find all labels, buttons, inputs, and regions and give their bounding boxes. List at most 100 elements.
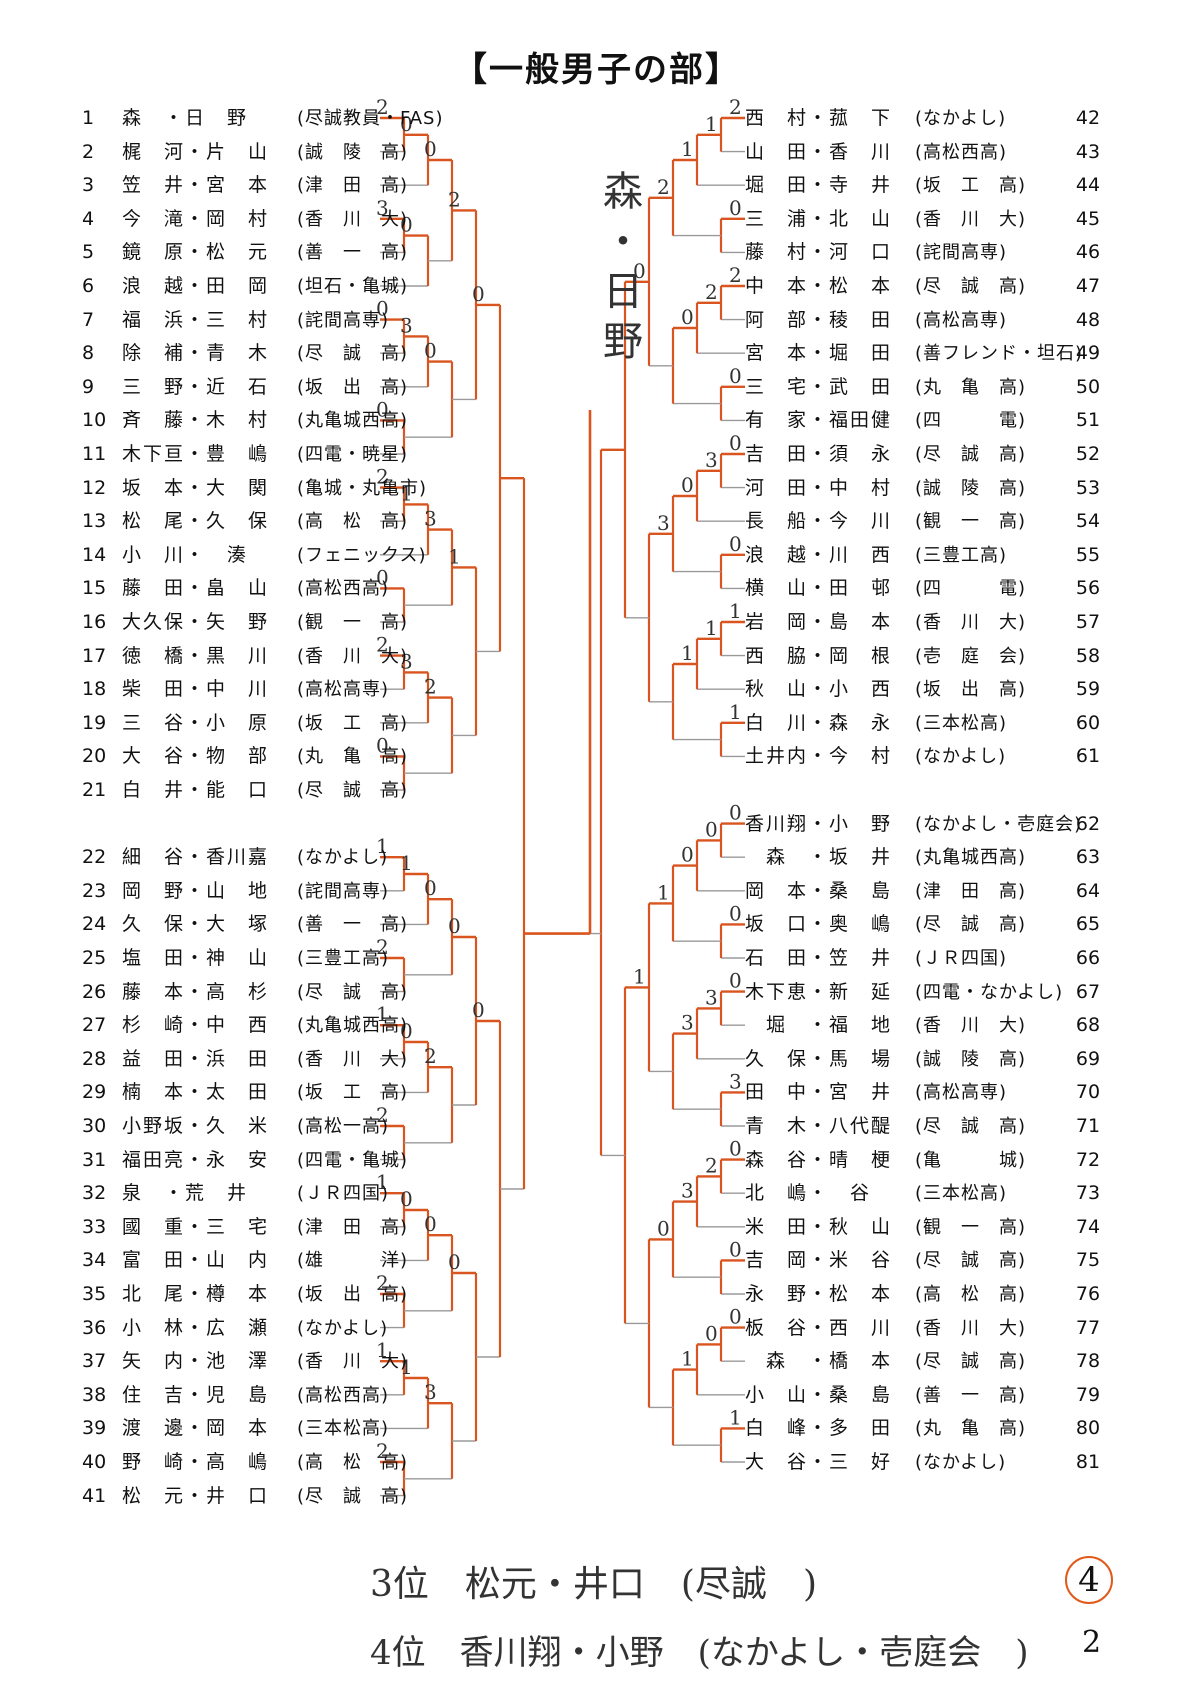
entry-number: 67 (1075, 980, 1101, 1003)
entry-players: 長 船・今 川 (745, 510, 893, 533)
entry-number: 39 (82, 1417, 107, 1440)
entry-players: 木下亘・豊 嶋 (122, 443, 270, 465)
entry-number: 49 (1075, 342, 1101, 365)
entry-club: (善フレンド・坦石) (915, 343, 1084, 365)
entry-number: 54 (1075, 510, 1101, 533)
score-label: 0 (729, 1305, 742, 1329)
score-label: 0 (424, 137, 437, 161)
entry-players: 柴 田・中 川 (122, 678, 270, 701)
fourth-place-note: 4位 香川翔・小野 (なかよし・壱庭会 ) (370, 1633, 1029, 1673)
entry-row: 板 谷・西 川(香 川 大)77 (745, 1313, 1111, 1343)
entry-players: 西 脇・岡 根 (745, 644, 893, 667)
entry-club: (尽誠教員・FAS) (297, 108, 444, 129)
score-label: 2 (705, 280, 718, 304)
entry-club: (高松高専) (915, 1082, 1008, 1104)
score-label: 1 (633, 964, 646, 988)
entry-players: 杉 崎・中 西 (122, 1014, 270, 1037)
entry-club: (三本松高) (297, 1418, 390, 1440)
entry-club: (三本松高) (915, 712, 1008, 734)
score-label: 0 (729, 364, 742, 388)
entry-row: 石 田・笠 井(ＪＲ四国)66 (745, 943, 1111, 973)
score-label: 2 (424, 1044, 437, 1068)
score-label: 1 (400, 851, 413, 875)
entry-club: (津 田 高) (915, 880, 1027, 902)
entry-players: 森 ・橋 本 (745, 1350, 893, 1373)
entry-club: (誠 陵 高) (915, 477, 1027, 499)
score-label: 3 (424, 1380, 437, 1404)
entry-row: 大 谷・三 好(なかよし)81 (745, 1447, 1111, 1477)
score-label: 0 (376, 733, 389, 757)
entry-row: 森 ・坂 井(丸亀城西高)63 (745, 842, 1111, 872)
score-label: 0 (705, 1321, 718, 1345)
score-label: 0 (681, 305, 694, 329)
entry-row: 青 木・八代醍(尽 誠 高)71 (745, 1111, 1111, 1141)
entry-club: (三豊工高) (915, 544, 1008, 566)
entry-number: 10 (82, 409, 107, 432)
entry-players: 米 田・秋 山 (745, 1215, 893, 1238)
third-place-note: 3位 松元・井口 (尽誠 ) (370, 1564, 817, 1605)
score-label: 0 (424, 1212, 437, 1236)
score-label: 0 (729, 196, 742, 220)
entry-row: 阿 部・稜 田(高松高専)48 (745, 305, 1111, 335)
entry-row: 山 田・香 川(高松西高)43 (745, 137, 1111, 167)
entry-club: (詫間高専) (297, 880, 390, 902)
entry-club: (ＪＲ四国) (297, 1183, 390, 1205)
entry-club: (尽 誠 高) (915, 914, 1027, 936)
entry-players: 三 浦・北 山 (745, 207, 893, 230)
entry-players: 大久保・矢 野 (122, 611, 270, 633)
score-label: 1 (705, 616, 718, 640)
entry-number: 57 (1075, 611, 1101, 633)
score-label: 0 (400, 213, 413, 237)
entry-players: 渡 邊・岡 本 (122, 1417, 270, 1440)
entry-players: 横 山・田 邨 (745, 577, 893, 600)
entry-players: 梶 河・片 山 (122, 140, 270, 163)
entry-number: 1 (82, 107, 95, 129)
score-label: 1 (657, 880, 670, 904)
entry-club: (坦石・亀城) (297, 276, 409, 297)
entry-players: 森 谷・晴 梗 (745, 1148, 893, 1171)
score-label: 0 (729, 1237, 742, 1261)
entry-players: 藤 田・畠 山 (122, 577, 270, 600)
entry-number: 25 (82, 947, 107, 969)
entry-row: 堀 田・寺 井(坂 工 高)44 (745, 170, 1111, 200)
score-label: 1 (376, 1170, 389, 1194)
score-label: 1 (448, 544, 461, 568)
entry-number: 7 (82, 308, 95, 331)
entry-club: (香 川 大) (297, 1351, 409, 1373)
score-label: 3 (400, 313, 413, 337)
entry-players: 小 川・ 湊 (122, 543, 249, 566)
entry-club: (丸 亀 高) (915, 1418, 1027, 1440)
score-label: 1 (729, 599, 742, 623)
entry-club: (尽 誠 高) (915, 1351, 1027, 1373)
entry-number: 26 (82, 980, 107, 1003)
entry-club: (香 川 大) (297, 645, 409, 667)
entry-number: 48 (1075, 308, 1101, 331)
score-label: 0 (729, 901, 742, 925)
entry-row: 岡 本・桑 島(津 田 高)64 (745, 876, 1111, 906)
entry-row: 中 本・松 本(尽 誠 高)47 (745, 271, 1111, 301)
score-label: 0 (472, 282, 485, 306)
entry-row: 西 村・菰 下(なかよし)42 (745, 103, 1111, 133)
page-title: 【一般男子の部】 (453, 50, 741, 90)
entry-players: 益 田・浜 田 (122, 1047, 270, 1070)
entry-players: 北 尾・樽 本 (122, 1283, 270, 1305)
entry-row: 木下恵・新 延(四電・なかよし)67 (745, 977, 1111, 1007)
entry-row: 横 山・田 邨(四 電)56 (745, 573, 1111, 603)
entry-row: 北 嶋・ 谷(三本松高)73 (745, 1178, 1111, 1208)
entry-players: 堀 ・福 地 (745, 1014, 893, 1037)
score-label: 1 (376, 1002, 389, 1026)
entry-players: 國 重・三 宅 (122, 1215, 270, 1238)
